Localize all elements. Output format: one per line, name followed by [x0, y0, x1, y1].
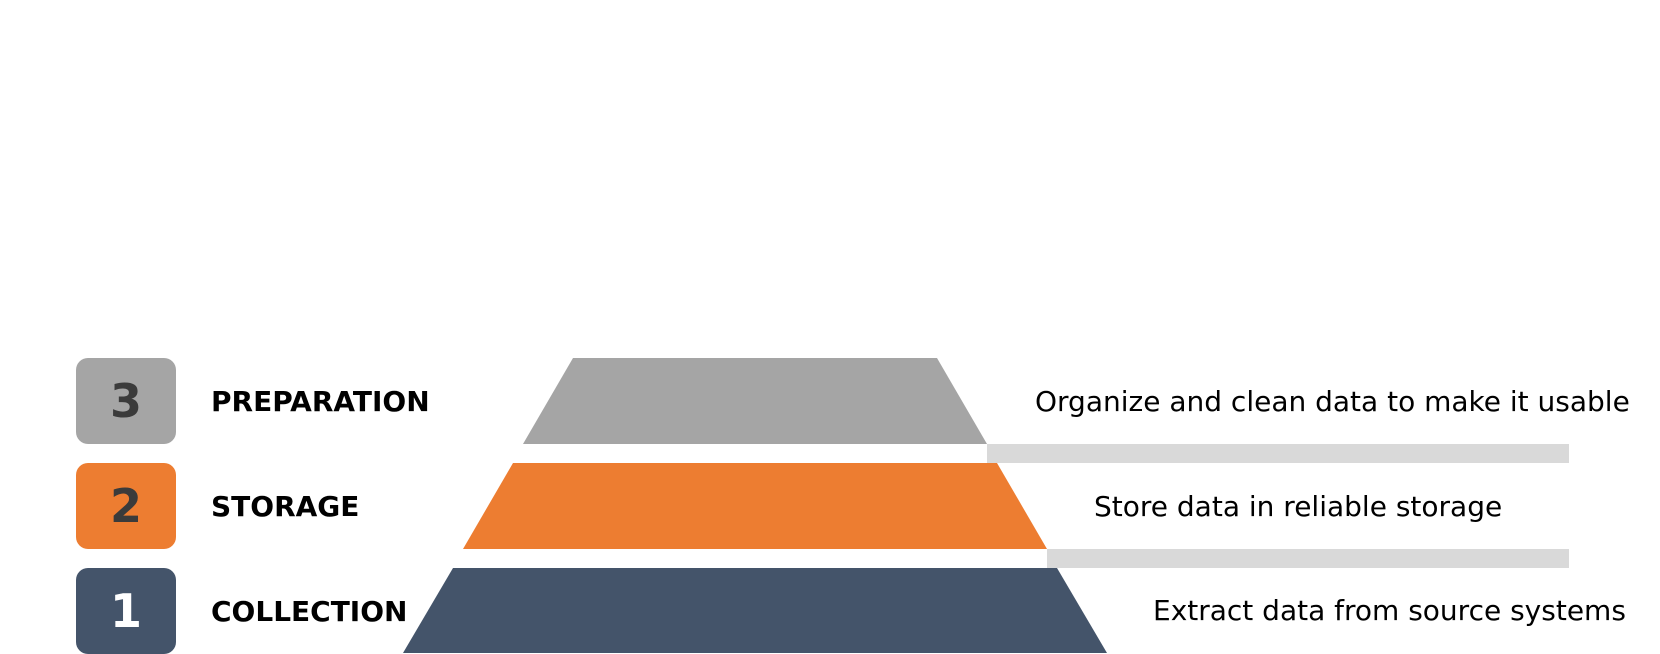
level-3-number-badge: 3 — [76, 358, 176, 444]
pyramid-layer-preparation — [523, 358, 987, 444]
level-2-description: Store data in reliable storage — [1094, 489, 1503, 523]
level-2-title: STORAGE — [211, 489, 360, 523]
divider-bar — [987, 444, 1569, 463]
level-1-title: COLLECTION — [211, 594, 408, 628]
level-1-description: Extract data from source systems — [1153, 593, 1626, 627]
level-1-number-badge: 1 — [76, 568, 176, 654]
pyramid-layer-storage — [463, 463, 1047, 549]
level-3-title: PREPARATION — [211, 384, 430, 418]
level-2-number-badge: 2 — [76, 463, 176, 549]
pyramid-layer-collection — [403, 568, 1107, 653]
level-3-description: Organize and clean data to make it usabl… — [1035, 384, 1630, 418]
divider-bar — [1047, 549, 1569, 568]
